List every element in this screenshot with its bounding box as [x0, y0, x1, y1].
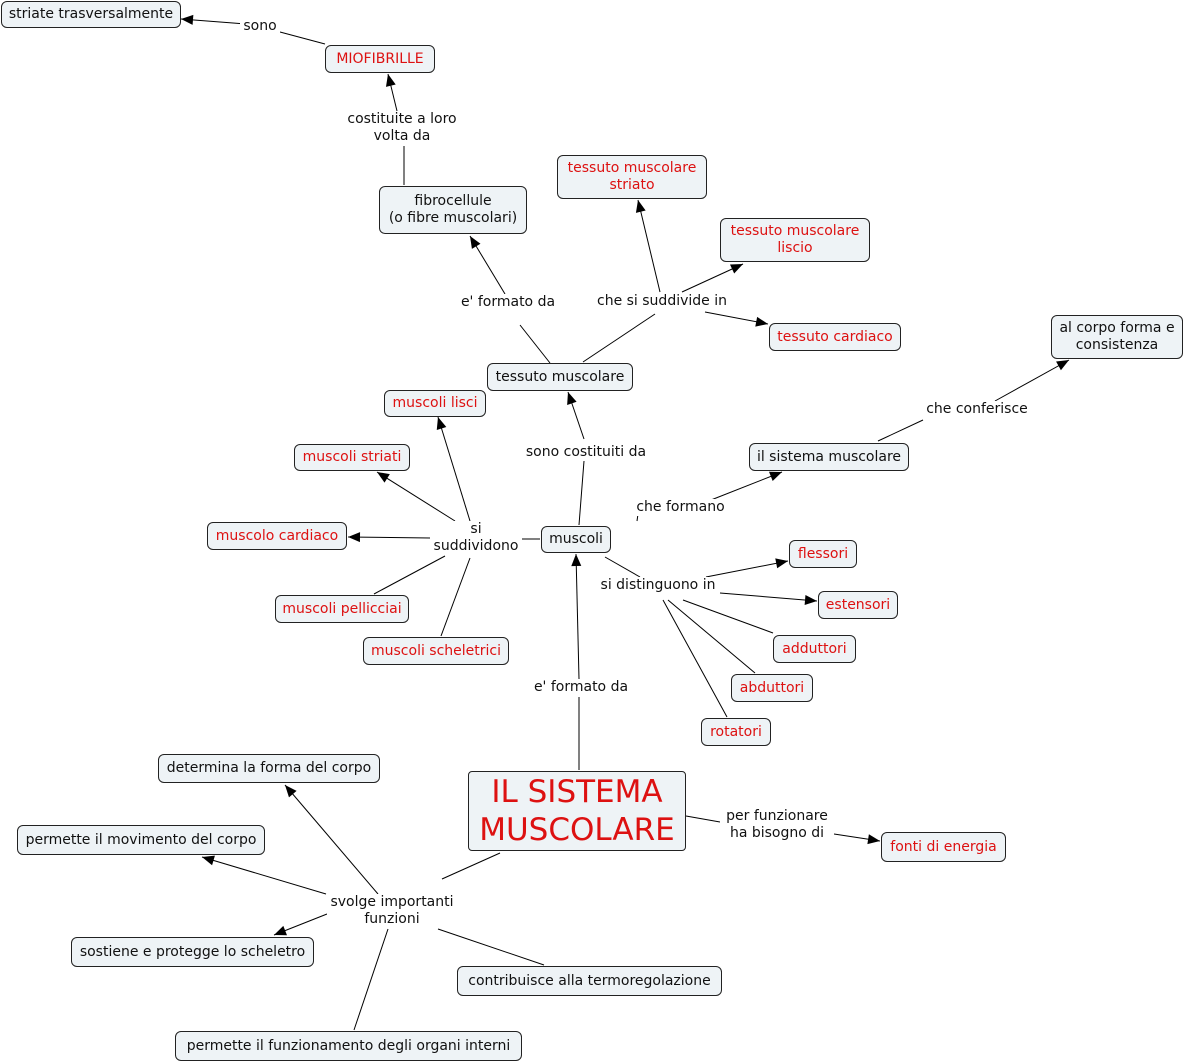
- connector-line: [353, 928, 389, 1031]
- arrowhead: [181, 14, 194, 25]
- connector-line: [437, 928, 545, 966]
- link-label-che-si-suddivide: che si suddivide in: [593, 293, 731, 310]
- node-abduttori[interactable]: abduttori: [731, 674, 813, 702]
- node-muscoli-pellicciai[interactable]: muscoli pellicciai: [275, 595, 409, 623]
- node-tessuto-muscolare[interactable]: tessuto muscolare: [487, 363, 633, 391]
- arrowhead: [470, 236, 481, 249]
- node-fonti-di-energia[interactable]: fonti di energia: [881, 832, 1006, 862]
- arrowhead: [385, 74, 396, 87]
- link-label-sono-costituiti: sono costituiti da: [522, 444, 650, 461]
- node-organi-interni[interactable]: permette il funzionamento degli organi i…: [175, 1031, 522, 1061]
- link-label-che-conferisce: che conferisce: [923, 401, 1031, 418]
- connector-line: [373, 555, 446, 595]
- node-rotatori[interactable]: rotatori: [701, 718, 771, 746]
- node-muscoli-striati[interactable]: muscoli striati: [294, 444, 410, 471]
- link-label-che-formano: che formano: [633, 499, 728, 516]
- connector-line: [637, 199, 661, 293]
- link-label-sono: sono: [240, 18, 280, 35]
- connector-line: [604, 556, 641, 578]
- connector-line: [347, 536, 431, 539]
- node-estensori[interactable]: estensori: [818, 591, 898, 619]
- connector-line: [519, 324, 551, 364]
- connector-line: [582, 313, 656, 363]
- arrowhead: [635, 200, 646, 213]
- node-al-corpo-forma[interactable]: al corpo forma e consistenza: [1051, 315, 1183, 359]
- connector-line: [719, 592, 818, 602]
- arrowhead: [769, 471, 782, 482]
- node-miofibrille[interactable]: MIOFIBRILLE: [325, 45, 435, 73]
- connector-line: [994, 359, 1070, 402]
- arrowhead: [867, 834, 880, 845]
- connector-line: [682, 599, 774, 634]
- arrowhead: [730, 264, 743, 274]
- connector-line: [201, 856, 327, 895]
- node-tessuto-cardiaco[interactable]: tessuto cardiaco: [769, 323, 901, 351]
- arrowhead: [571, 554, 582, 567]
- node-striate-trasversalmente[interactable]: striate trasversalmente: [1, 1, 181, 28]
- arrowhead: [804, 595, 817, 605]
- node-muscoli[interactable]: muscoli: [541, 526, 611, 553]
- arrowhead: [202, 855, 215, 866]
- node-muscoli-scheletrici[interactable]: muscoli scheletrici: [363, 637, 509, 665]
- link-label-svolge: svolge importanti funzioni: [327, 894, 457, 928]
- connector-line: [578, 460, 585, 526]
- connector-line: [376, 471, 456, 522]
- arrowhead: [377, 472, 390, 483]
- connector-line: [279, 31, 326, 45]
- arrowhead: [1056, 360, 1069, 371]
- arrowhead: [567, 392, 577, 405]
- arrowhead: [274, 925, 287, 936]
- node-sostiene-protegge[interactable]: sostiene e protegge lo scheletro: [71, 937, 314, 967]
- connector-line: [710, 471, 783, 501]
- arrowhead: [436, 417, 447, 430]
- node-tessuto-muscolare-liscio[interactable]: tessuto muscolare liscio: [720, 218, 870, 262]
- node-determina-forma[interactable]: determina la forma del corpo: [158, 754, 380, 783]
- connector-line: [284, 784, 379, 895]
- link-label-formato-da-main: e' formato da: [530, 679, 632, 696]
- connector-line: [705, 560, 789, 578]
- node-tessuto-muscolare-striato[interactable]: tessuto muscolare striato: [557, 155, 707, 199]
- node-muscolo-cardiaco[interactable]: muscolo cardiaco: [207, 522, 347, 550]
- node-adduttori[interactable]: adduttori: [773, 635, 856, 663]
- connector-line: [685, 815, 721, 823]
- arrowhead: [775, 558, 788, 569]
- arrowhead: [348, 532, 361, 543]
- node-termoregolazione[interactable]: contribuisce alla termoregolazione: [457, 966, 722, 996]
- node-fibrocellule[interactable]: fibrocellule (o fibre muscolari): [379, 186, 527, 234]
- link-label-si-distinguono: si distinguono in: [597, 577, 719, 594]
- link-label-per-funzionare: per funzionare ha bisogno di: [720, 808, 834, 842]
- connector-line: [877, 419, 924, 442]
- connector-line: [667, 599, 756, 674]
- connector-line: [437, 416, 471, 522]
- node-flessori[interactable]: flessori: [789, 540, 857, 568]
- link-label-formato-da-fibro: e' formato da: [456, 294, 560, 311]
- link-label-si-suddividono: si suddividono: [430, 521, 522, 555]
- connector-line: [662, 599, 728, 718]
- connector-line: [575, 553, 580, 680]
- node-permette-movimento[interactable]: permette il movimento del corpo: [17, 825, 265, 855]
- connector-line: [441, 852, 501, 880]
- link-label-costituite: costituite a loro volta da: [340, 111, 464, 145]
- connector-line: [440, 557, 471, 637]
- node-muscoli-lisci[interactable]: muscoli lisci: [384, 390, 486, 417]
- node-il-sistema-muscolare[interactable]: IL SISTEMA MUSCOLARE: [468, 771, 686, 851]
- arrowhead: [285, 785, 297, 798]
- node-sistema-muscolare[interactable]: il sistema muscolare: [749, 443, 909, 471]
- arrowhead: [755, 316, 768, 327]
